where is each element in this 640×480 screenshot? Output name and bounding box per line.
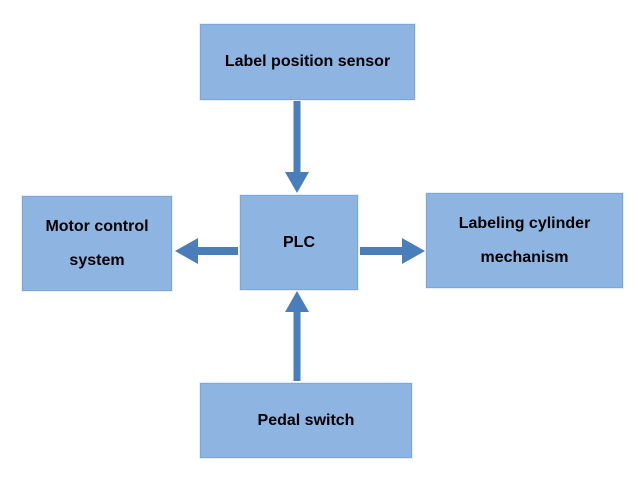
node-label-position-sensor: Label position sensor <box>200 24 415 100</box>
arrow-plc-to-motor <box>175 238 238 264</box>
node-motor-control-system: Motor control system <box>22 196 172 291</box>
node-pedal-switch: Pedal switch <box>200 383 412 458</box>
node-labeling-cylinder-mechanism-label: Labeling cylinder mechanism <box>458 214 591 266</box>
node-pedal-switch-label: Pedal switch <box>257 411 355 429</box>
arrow-sensor-to-plc <box>285 100 309 193</box>
node-label-position-sensor-label: Label position sensor <box>224 53 391 71</box>
node-plc-label: PLC <box>283 233 315 251</box>
arrow-plc-to-cylinder <box>360 238 425 264</box>
node-labeling-cylinder-mechanism: Labeling cylinder mechanism <box>426 193 623 288</box>
arrow-pedal-to-plc <box>285 291 309 381</box>
node-motor-control-system-label: Motor control system <box>45 217 149 269</box>
node-plc: PLC <box>240 195 358 290</box>
